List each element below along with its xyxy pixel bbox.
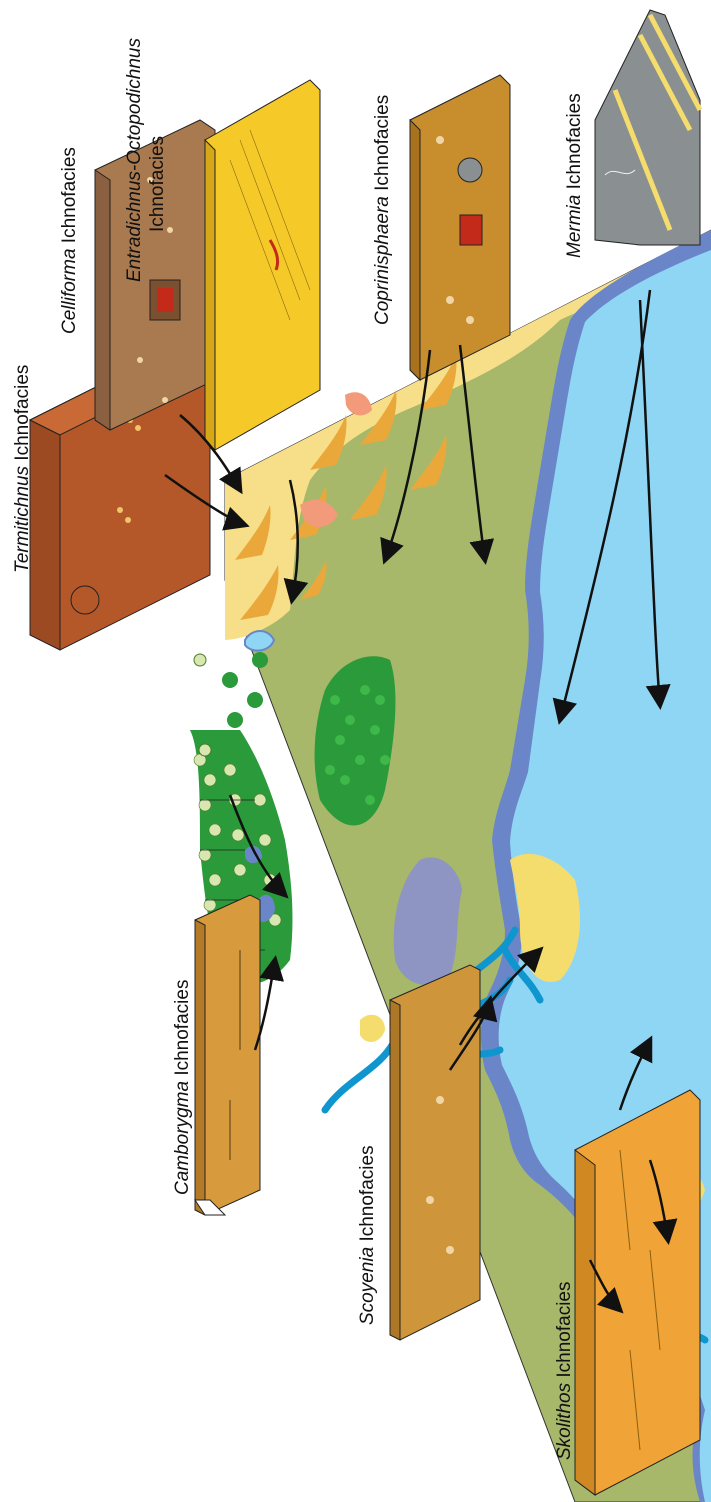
svg-text:Skolithos Ichnofacies: Skolithos Ichnofacies <box>554 1281 575 1460</box>
svg-text:Scoyenia Ichnofacies: Scoyenia Ichnofacies <box>357 1145 378 1325</box>
coprinisphaera-block <box>410 75 510 380</box>
camborygma-block <box>195 895 260 1215</box>
svg-text:Celliforma Ichnofacies: Celliforma Ichnofacies <box>59 147 80 334</box>
label-termitichnus: Termitichnus Ichnofacies <box>12 365 33 573</box>
label-skolithos: Skolithos Ichnofacies <box>554 1281 575 1460</box>
label-coprinisphaera: Coprinisphaera Ichnofacies <box>372 95 393 325</box>
label-mermia: Mermia Ichnofacies <box>564 93 585 258</box>
svg-text:Camborygma Ichnofacies: Camborygma Ichnofacies <box>172 980 193 1195</box>
playa-lake <box>245 631 274 651</box>
svg-text:Entradichnus-Octopodichnus: Entradichnus-Octopodichnus <box>124 38 145 282</box>
svg-text:Coprinisphaera Ichnofacies: Coprinisphaera Ichnofacies <box>372 95 393 325</box>
svg-text:Termitichnus Ichnofacies: Termitichnus Ichnofacies <box>12 365 33 573</box>
svg-text:Ichnofacies: Ichnofacies <box>147 136 168 232</box>
label-camborygma: Camborygma Ichnofacies <box>172 980 193 1195</box>
label-celliforma: Celliforma Ichnofacies <box>59 147 80 334</box>
interdune-pond-pink <box>345 392 372 415</box>
svg-text:Mermia Ichnofacies: Mermia Ichnofacies <box>564 93 585 258</box>
entradichnus-block <box>205 80 320 450</box>
label-scoyenia: Scoyenia Ichnofacies <box>357 1145 378 1325</box>
skolithos-block <box>575 1090 700 1495</box>
scoyenia-block <box>390 965 480 1340</box>
mermia-block <box>595 10 700 245</box>
